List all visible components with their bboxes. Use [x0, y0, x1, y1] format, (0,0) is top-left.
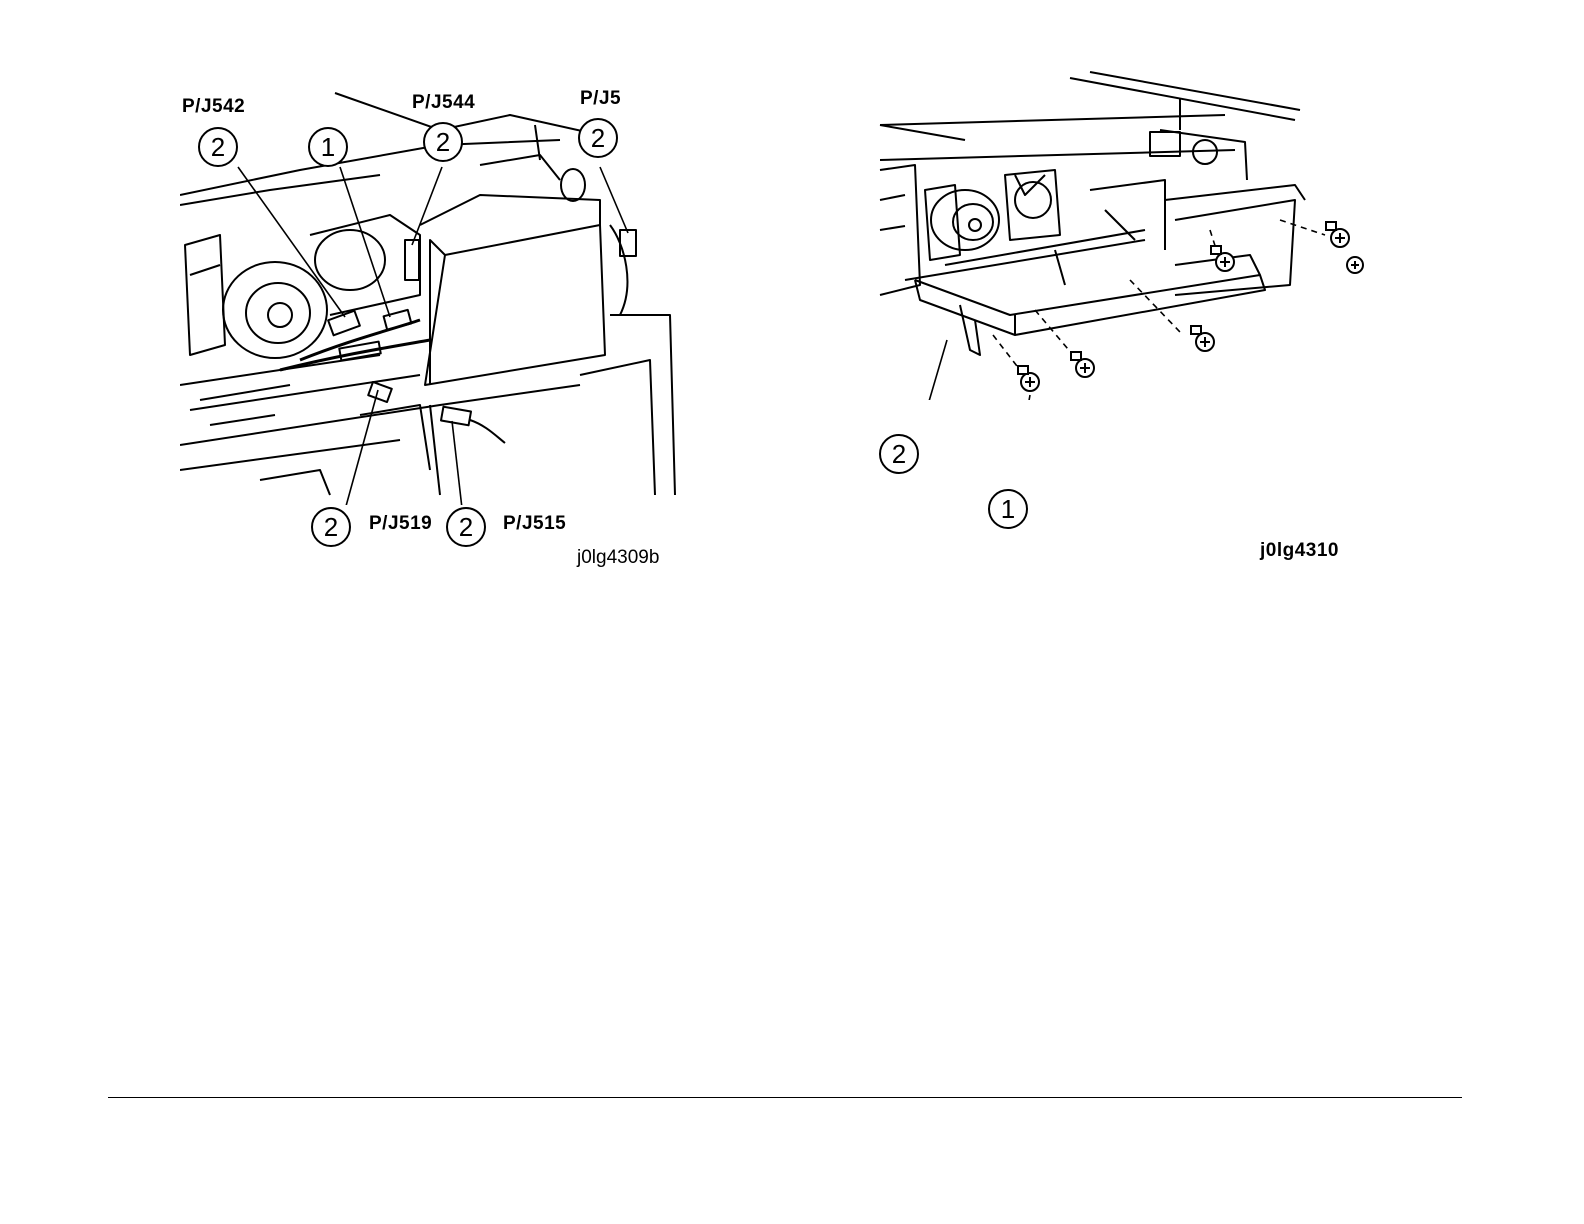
callout-part-1: 1: [308, 127, 348, 167]
figure-id-left: j0lg4309b: [577, 547, 659, 569]
connector-label-pj544: P/J544: [412, 92, 475, 114]
callout-pj5: 2: [578, 118, 618, 158]
right-figure-drawing: [875, 70, 1375, 400]
connector-label-pj542: P/J542: [182, 96, 245, 118]
footer-rule: [108, 1097, 1462, 1098]
callout-pj515: 2: [446, 507, 486, 547]
connector-label-pj5: P/J5: [580, 88, 621, 110]
callout-pj542: 2: [198, 127, 238, 167]
callout-part-2: 2: [879, 434, 919, 474]
connector-label-pj519: P/J519: [369, 513, 432, 535]
connector-label-pj515: P/J515: [503, 513, 566, 535]
figure-id-right: j0lg4310: [1260, 540, 1339, 562]
callout-pj519: 2: [311, 507, 351, 547]
callout-part-1-right: 1: [988, 489, 1028, 529]
callout-pj544: 2: [423, 122, 463, 162]
